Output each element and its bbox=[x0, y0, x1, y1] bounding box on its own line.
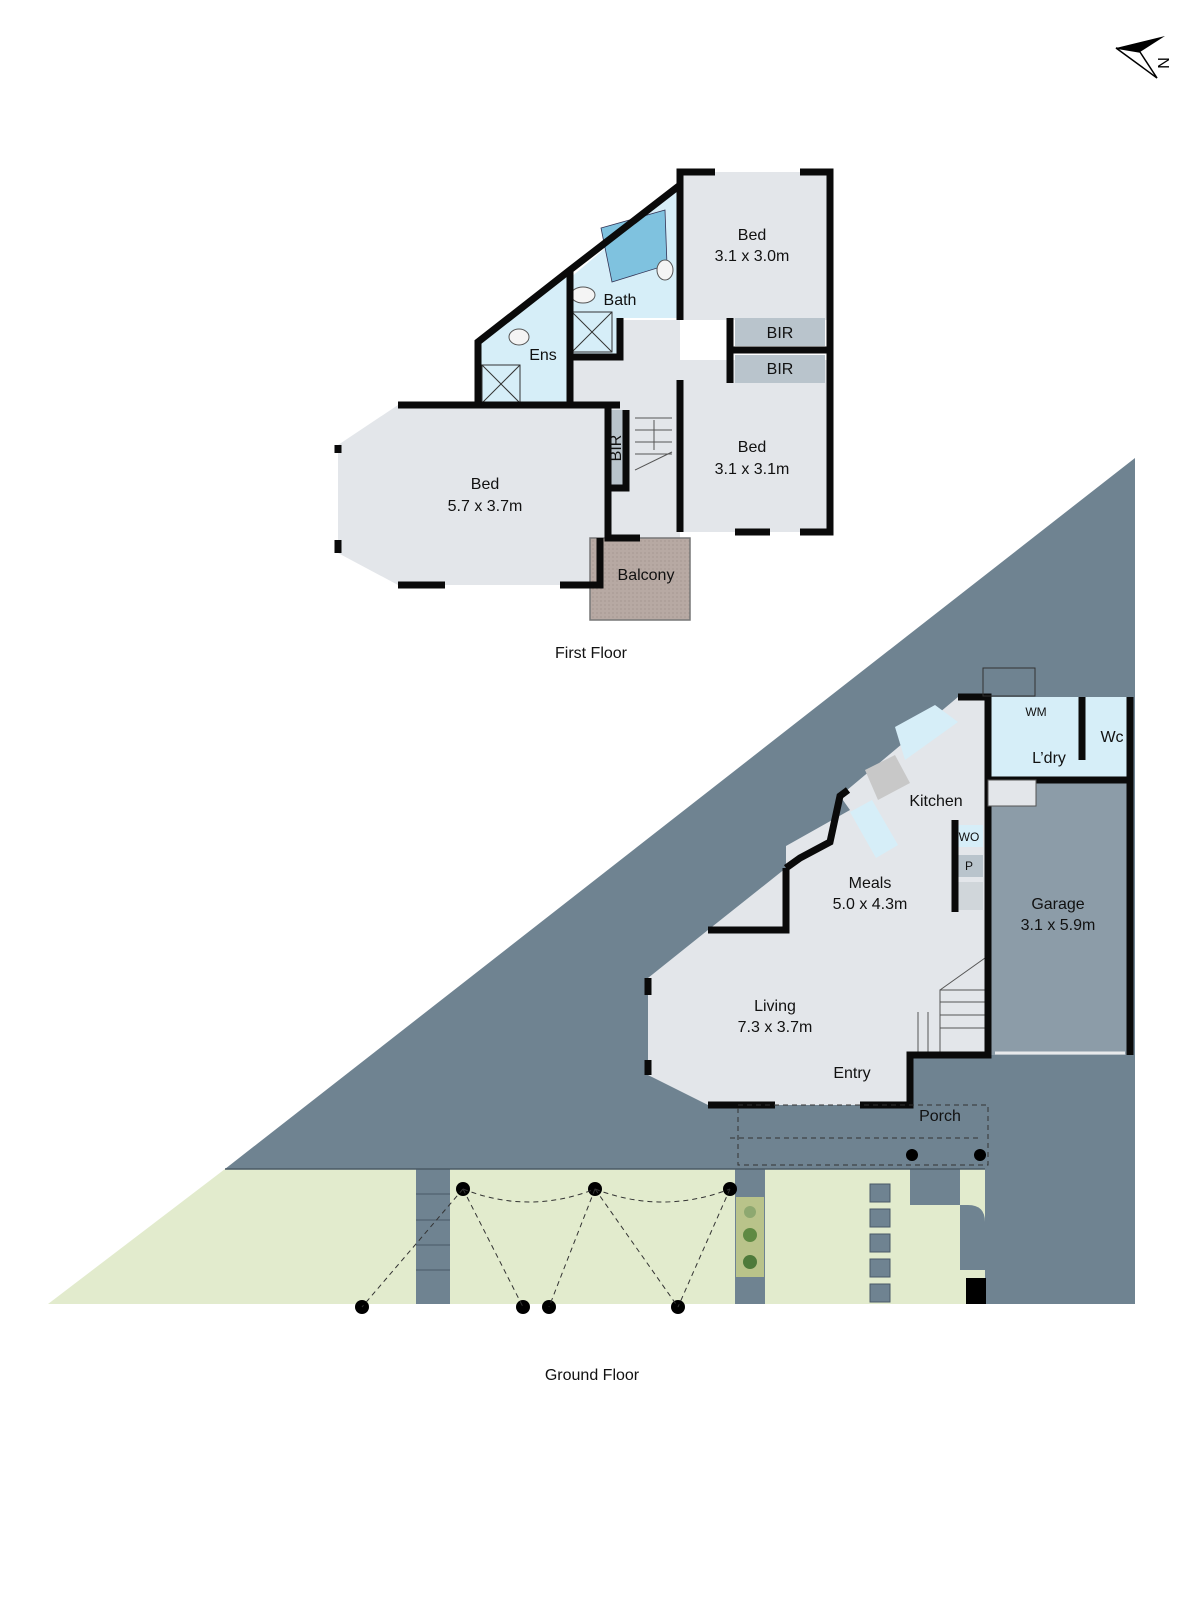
north-arrow-icon: N bbox=[1115, 36, 1173, 79]
garage-room bbox=[988, 780, 1130, 1055]
bedroom-3-0 bbox=[680, 172, 830, 320]
first-floor-stairs bbox=[634, 417, 673, 471]
kitchen-island bbox=[850, 800, 898, 858]
room-size: 5.0 x 4.3m bbox=[833, 896, 908, 913]
laundry-room bbox=[988, 697, 1130, 780]
first-floor-labels: Bed 3.1 x 3.0m Bath Ens BIR BIR Bed 3.1 … bbox=[448, 227, 794, 662]
room-name: Meals bbox=[849, 875, 892, 892]
room-size: 3.1 x 3.0m bbox=[715, 248, 790, 265]
toilet-icon-ens bbox=[508, 328, 530, 346]
room-name: Bed bbox=[738, 227, 766, 244]
room-name: BIR bbox=[767, 361, 794, 378]
meter-box bbox=[966, 1278, 986, 1304]
lawn bbox=[48, 1169, 985, 1304]
room-name: Garage bbox=[1031, 896, 1084, 913]
room-name: Entry bbox=[833, 1065, 870, 1082]
room-name: Ens bbox=[529, 347, 557, 364]
bedroom-3-1 bbox=[680, 360, 830, 532]
cooktop-icon bbox=[865, 755, 910, 800]
basin-icon bbox=[656, 259, 674, 281]
bedroom-large bbox=[338, 405, 608, 585]
room-name: Living bbox=[754, 998, 796, 1015]
room-name: BIR bbox=[767, 325, 794, 342]
room-name: Kitchen bbox=[909, 793, 962, 810]
room-name: Bed bbox=[738, 439, 766, 456]
room-size: 5.7 x 3.7m bbox=[448, 498, 523, 515]
room-size: 3.1 x 3.1m bbox=[715, 461, 790, 478]
stepping-stones bbox=[869, 1183, 891, 1303]
ground-floor-house bbox=[644, 667, 1134, 1166]
living-meals-kitchen bbox=[648, 697, 988, 1105]
room-name: Porch bbox=[919, 1108, 961, 1125]
first-floor-plan bbox=[334, 168, 834, 621]
north-label: N bbox=[1156, 57, 1173, 69]
room-name: Bed bbox=[471, 476, 499, 493]
room-size: 7.3 x 3.7m bbox=[738, 1019, 813, 1036]
room-name: Balcony bbox=[618, 567, 675, 584]
toilet-icon bbox=[570, 286, 596, 304]
room-name: P bbox=[965, 859, 973, 873]
room-name: L’dry bbox=[1032, 750, 1066, 767]
ground-floor-caption: Ground Floor bbox=[545, 1367, 640, 1384]
room-name: BIR bbox=[608, 435, 625, 462]
room-name: WM bbox=[1025, 705, 1046, 719]
room-size: 3.1 x 5.9m bbox=[1021, 917, 1096, 934]
room-name: Wc bbox=[1100, 729, 1123, 746]
path-left bbox=[416, 1169, 450, 1304]
ground-floor-labels: WM L’dry Wc Kitchen WO P Meals 5.0 x 4.3… bbox=[545, 705, 1124, 1384]
room-name: WO bbox=[959, 830, 980, 844]
first-floor-caption: First Floor bbox=[555, 645, 628, 662]
room-name: Bath bbox=[604, 292, 637, 309]
